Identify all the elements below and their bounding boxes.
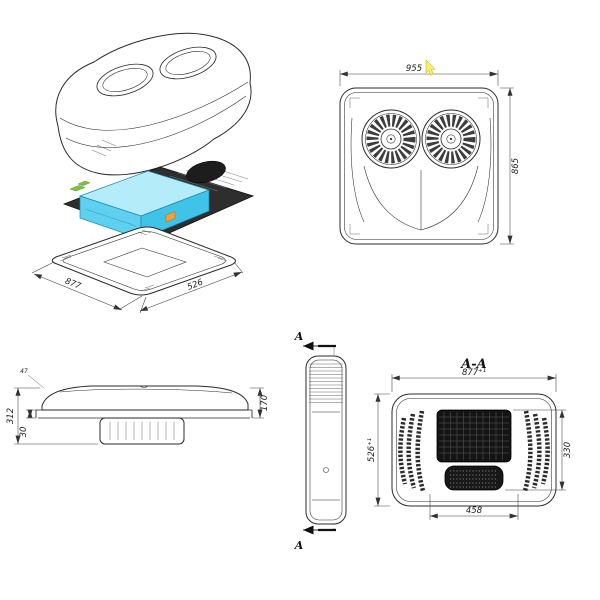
dim-label-458: 458 xyxy=(466,506,483,516)
side-view-cover xyxy=(41,385,249,411)
note-label-47: 47 xyxy=(20,368,28,375)
dim-label-312: 312 xyxy=(6,408,16,424)
fan-right xyxy=(421,109,481,169)
side-vent-right xyxy=(522,410,550,492)
section-label-a-bottom: A xyxy=(294,539,304,552)
surface-note: 47 xyxy=(20,368,45,389)
top-plan-view: 955 865 xyxy=(339,59,521,245)
top-view-outline xyxy=(339,87,499,245)
dim-label-330: 330 xyxy=(563,442,573,458)
section-arrow-bottom: A xyxy=(294,525,336,552)
profile-rib-hatch xyxy=(309,363,343,403)
profile-body xyxy=(305,355,347,525)
fan-left xyxy=(361,109,421,169)
dimension-section-core: 330 xyxy=(505,409,573,491)
dimension-exploded-width: 877 xyxy=(31,261,143,311)
interior-duct xyxy=(99,417,185,445)
shroud-cover xyxy=(55,32,252,176)
dimension-top-width: 955 xyxy=(339,64,499,86)
indicator-orange xyxy=(165,211,176,223)
side-elevation-view: 312 30 170 47 xyxy=(6,368,270,445)
top-view-contours xyxy=(349,97,492,235)
dim-label-170: 170 xyxy=(260,395,270,411)
clip-green-1 xyxy=(69,185,86,192)
side-vent-left xyxy=(398,410,426,492)
chassis-assembly xyxy=(62,160,255,240)
fan-opening-right xyxy=(159,46,217,80)
profile-view: A A xyxy=(294,330,347,552)
cursor-pointer-icon xyxy=(425,59,436,76)
roof-flange xyxy=(35,409,253,419)
dim-label-526-section: 526⁺¹ xyxy=(367,438,377,462)
dimension-side-total: 312 xyxy=(6,387,98,445)
dim-label-30: 30 xyxy=(19,427,29,438)
dimension-top-height: 865 xyxy=(500,87,521,245)
section-arrow-top: A xyxy=(294,330,336,351)
dim-label-865: 865 xyxy=(511,158,521,174)
dimension-section-depth: 526⁺¹ xyxy=(367,393,390,507)
dim-label-877-section: 877⁺¹ xyxy=(462,368,486,378)
section-a-a-view: A-A 877⁺¹ xyxy=(367,357,573,520)
lower-grille xyxy=(444,465,504,491)
fan-opening-left xyxy=(96,63,154,97)
dimension-section-opening: 458 xyxy=(429,494,519,520)
dimension-section-width: 877⁺¹ xyxy=(391,368,557,392)
section-view-title: A-A xyxy=(459,357,487,372)
clip-green-2 xyxy=(77,180,91,187)
blower-housing xyxy=(186,160,226,184)
profile-drain-detail xyxy=(323,467,329,473)
dimension-side-top: 170 xyxy=(250,387,270,419)
section-label-a-top: A xyxy=(294,330,304,343)
evaporator-core-grid xyxy=(436,409,512,463)
dim-label-955: 955 xyxy=(406,64,422,74)
shroud-vent-details xyxy=(91,139,117,157)
exploded-isometric-view: 877 526 xyxy=(31,32,255,314)
dimension-side-flange: 30 xyxy=(19,409,36,438)
